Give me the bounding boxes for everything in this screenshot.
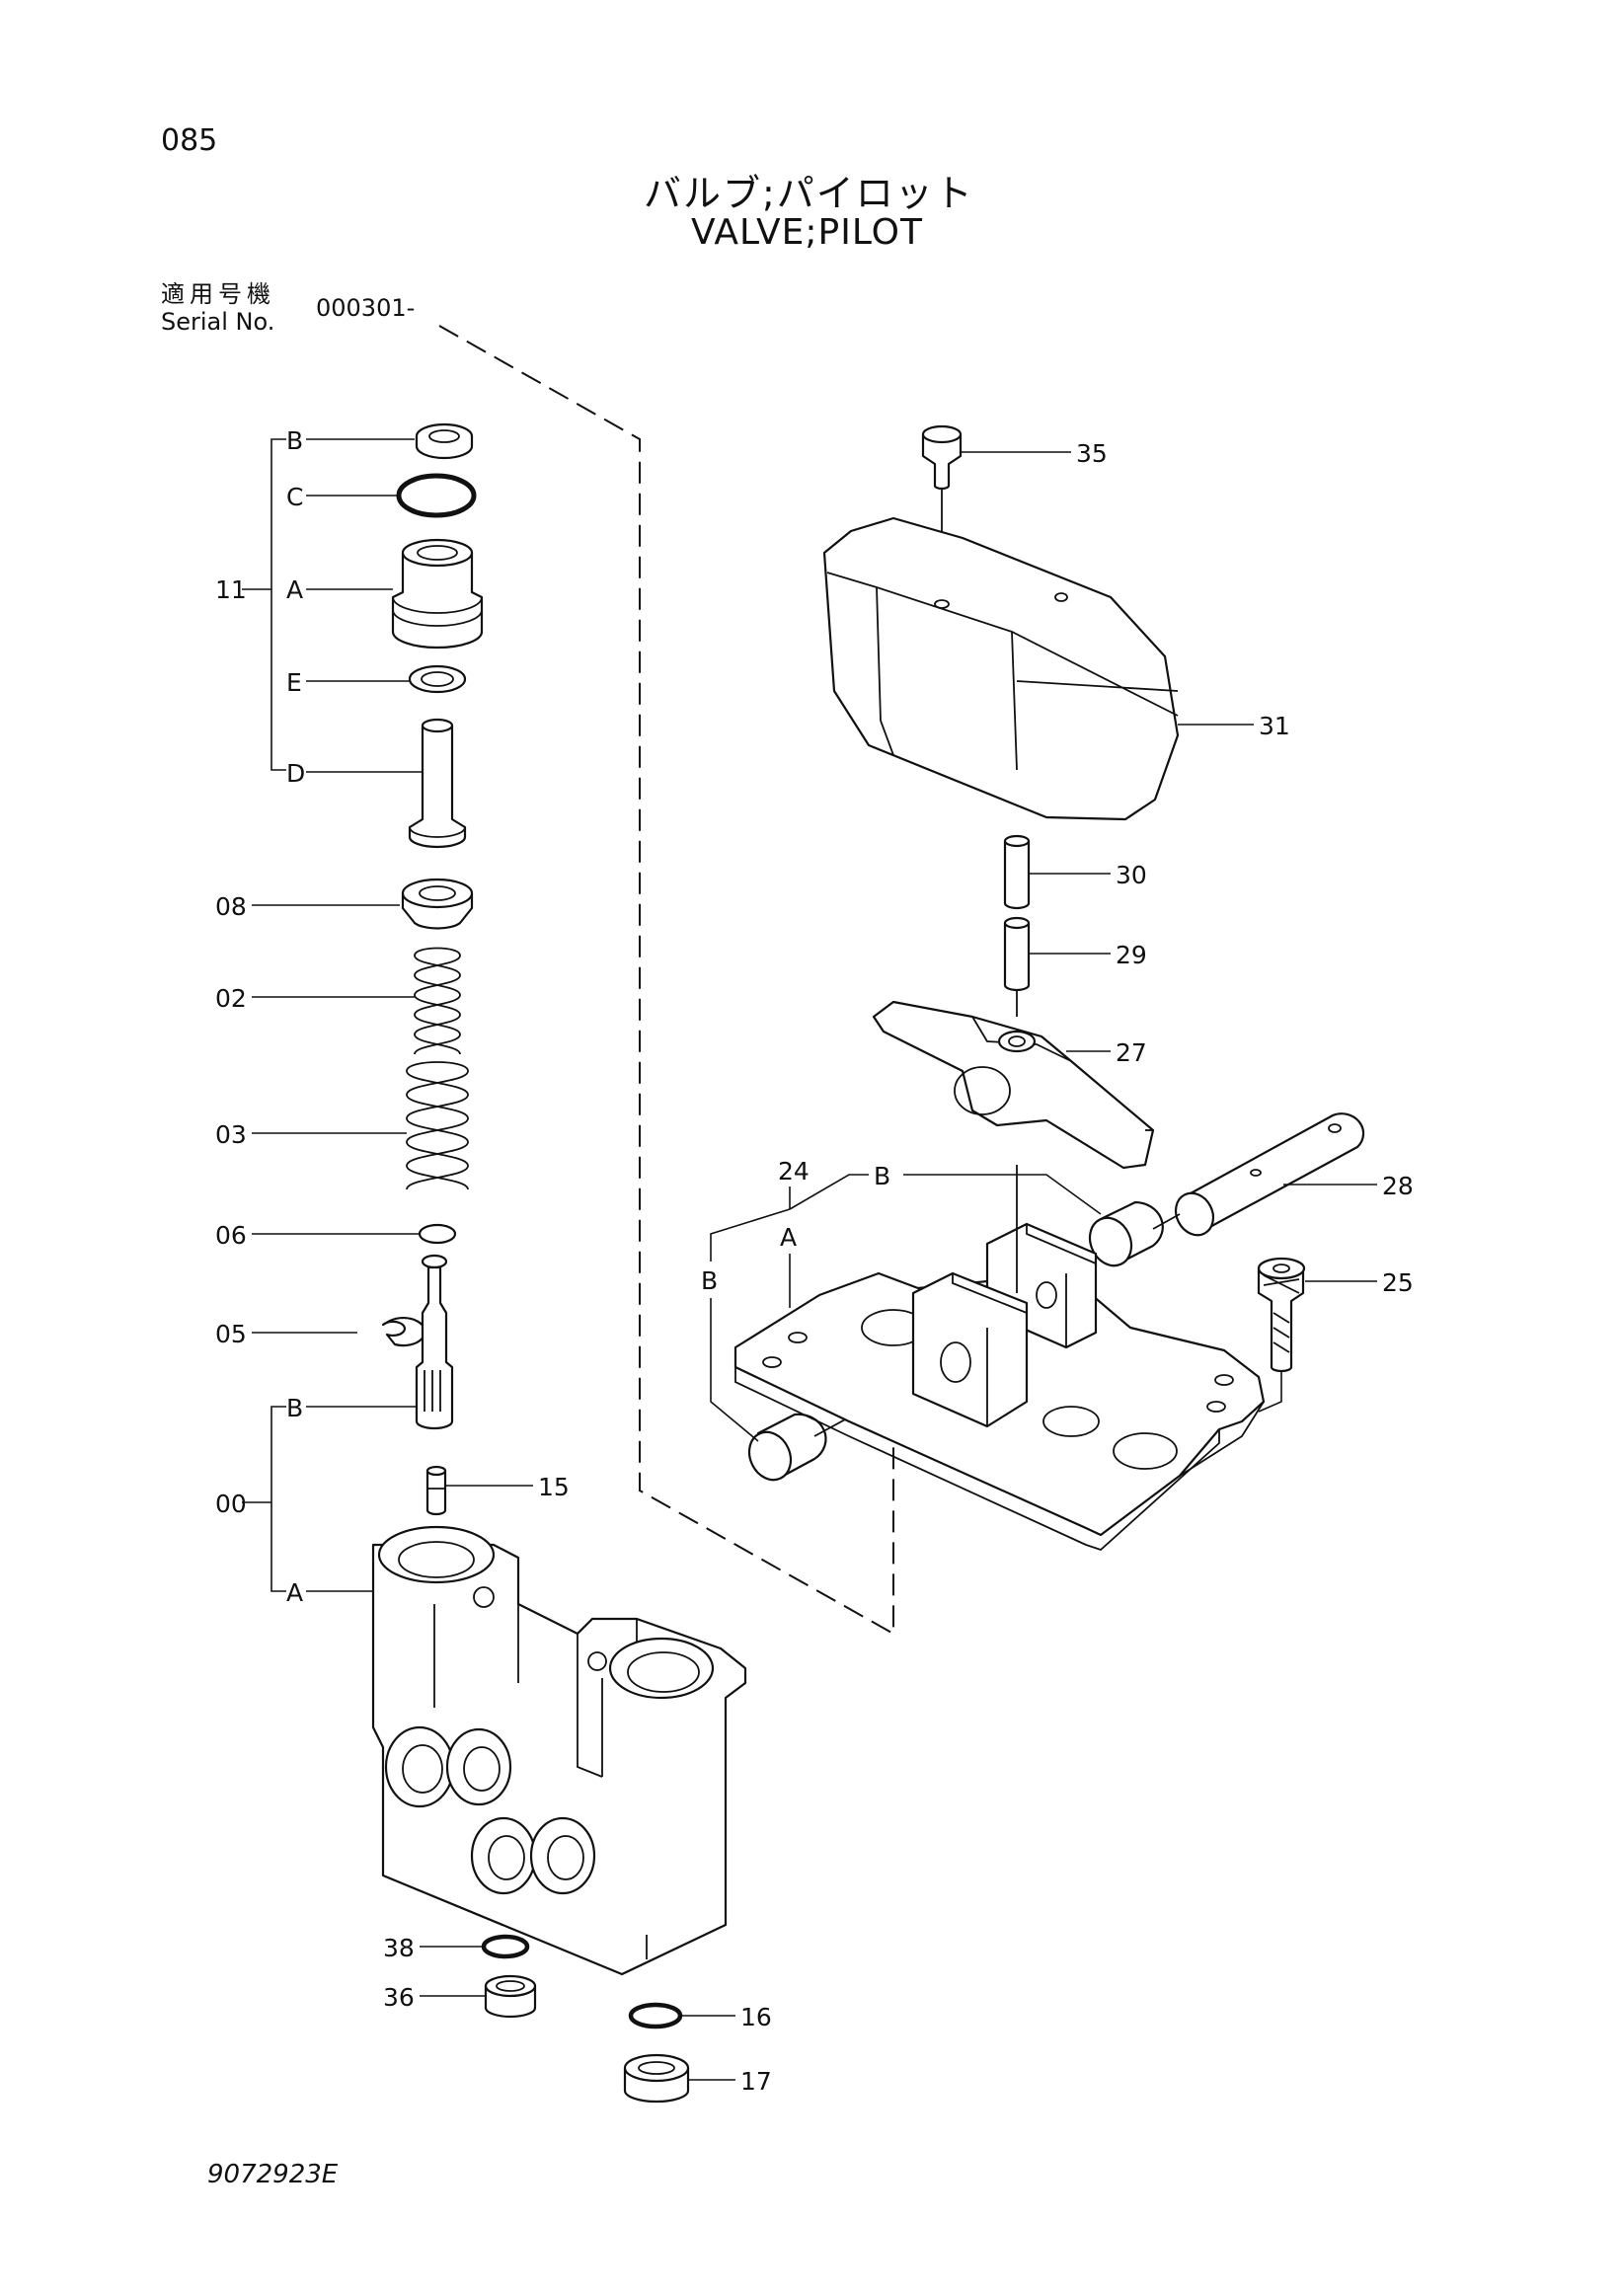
title-english: VALVE;PILOT <box>691 212 923 253</box>
callout-28: 28 <box>1382 1172 1414 1200</box>
part-24a-base-plate <box>733 1165 1266 1552</box>
part-00a-valve-body <box>371 1525 747 1976</box>
bracket-24-top <box>789 1174 869 1210</box>
part-02-inner-spring <box>414 947 461 1055</box>
part-25-socket-screw <box>1257 1257 1306 1413</box>
part-00b-spool <box>415 1254 454 1430</box>
callout-25: 25 <box>1382 1268 1414 1297</box>
callout-11b: B <box>286 426 303 455</box>
part-30-pin <box>1003 834 1031 910</box>
callout-03: 03 <box>215 1120 247 1149</box>
callout-11a: A <box>286 575 303 604</box>
callout-38: 38 <box>383 1934 415 1962</box>
callout-08: 08 <box>215 892 247 921</box>
callout-17: 17 <box>740 2067 772 2096</box>
callout-15: 15 <box>538 1473 570 1501</box>
part-35-bolt <box>921 424 963 592</box>
part-05-retaining-clip <box>381 1316 426 1347</box>
part-38-o-ring <box>481 1934 530 1959</box>
callout-16: 16 <box>740 2003 772 2031</box>
callout-00b: B <box>286 1394 303 1422</box>
assembly-dashed-line <box>438 325 894 1636</box>
callout-11e: E <box>286 668 302 697</box>
part-06-washer <box>418 1223 457 1245</box>
part-11d-pin <box>408 718 467 849</box>
part-28-shaft <box>1174 1112 1365 1237</box>
part-03-outer-spring <box>406 1061 469 1190</box>
page-number: 085 <box>161 123 218 158</box>
part-27-cam-lever <box>872 1000 1155 1170</box>
callout-30: 30 <box>1116 861 1147 889</box>
callout-11: 11 <box>215 575 247 604</box>
callout-29: 29 <box>1116 941 1147 969</box>
callout-00: 00 <box>215 1490 247 1518</box>
part-31-boot-cover <box>822 516 1180 821</box>
bracket-group-00 <box>270 1406 286 1592</box>
callout-00a: A <box>286 1578 303 1607</box>
callout-11c: C <box>286 483 303 511</box>
callout-02: 02 <box>215 984 247 1013</box>
leader-24b-side <box>710 1298 759 1442</box>
part-11b-seal-ring <box>415 422 474 460</box>
serial-number-value: 000301- <box>316 294 416 322</box>
callout-24a: A <box>780 1223 797 1252</box>
bracket-24-side <box>710 1208 791 1262</box>
title-japanese: バルブ;パイロット <box>644 172 974 215</box>
serial-label-japanese: 適用号機 <box>161 280 275 308</box>
part-08-spring-seat <box>401 878 474 930</box>
document-code: 9072923E <box>207 2160 339 2189</box>
part-11c-o-ring <box>396 473 477 518</box>
part-17-plug <box>623 2053 690 2104</box>
part-24b-bushing-left <box>747 1413 827 1482</box>
callout-05: 05 <box>215 1320 247 1348</box>
part-36-plug <box>484 1974 537 2019</box>
callout-24b-top: B <box>874 1162 890 1190</box>
callout-31: 31 <box>1259 712 1290 740</box>
leader-24b-top <box>903 1174 1102 1215</box>
callout-06: 06 <box>215 1221 247 1250</box>
callout-24: 24 <box>778 1157 810 1186</box>
part-15-pin <box>425 1465 447 1516</box>
serial-label-english: Serial No. <box>161 308 275 336</box>
callout-27: 27 <box>1116 1038 1147 1067</box>
part-24b-bushing-right <box>1088 1200 1164 1267</box>
part-29-pin <box>1003 916 1031 1017</box>
bracket-group-11 <box>270 438 286 771</box>
callout-36: 36 <box>383 1983 415 2012</box>
callout-24b-side: B <box>701 1266 718 1295</box>
part-16-o-ring <box>628 2002 683 2029</box>
callout-35: 35 <box>1076 439 1108 468</box>
bushing-axis-right <box>1152 1213 1181 1230</box>
part-11e-washer <box>408 664 467 694</box>
part-11a-bushing <box>391 538 484 650</box>
callout-11d: D <box>286 759 305 788</box>
